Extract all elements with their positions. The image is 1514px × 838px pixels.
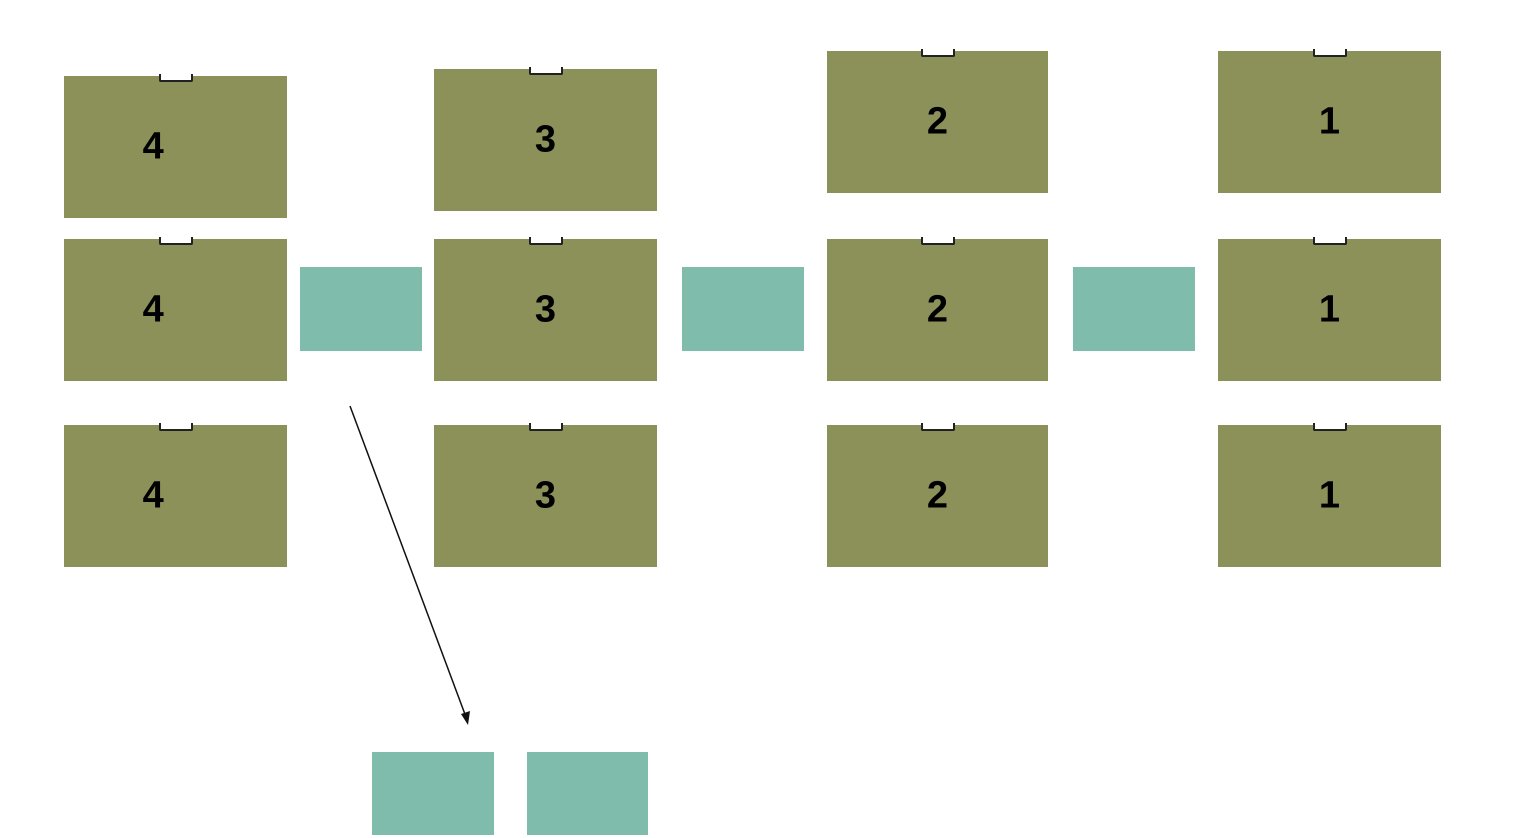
notch-icon xyxy=(920,423,955,431)
notch-icon xyxy=(1312,237,1347,245)
stage-label: 2 xyxy=(926,474,949,517)
stage-box: 1 xyxy=(1218,423,1441,567)
stage-box: 2 xyxy=(827,423,1048,567)
notch-icon xyxy=(158,237,193,245)
stage-label: 1 xyxy=(1318,288,1341,331)
stage-label: 1 xyxy=(1318,100,1341,143)
notch-icon xyxy=(158,74,193,82)
stage-box: 3 xyxy=(434,67,657,211)
stage-box: 3 xyxy=(434,237,657,381)
stage-label: 3 xyxy=(534,474,557,517)
buffer-block xyxy=(300,267,422,351)
notch-icon xyxy=(158,423,193,431)
stage-label: 1 xyxy=(1318,474,1341,517)
notch-icon xyxy=(920,49,955,57)
stage-label: 4 xyxy=(142,474,164,517)
notch-icon xyxy=(528,67,563,75)
stage-box: 4 xyxy=(64,74,287,218)
stage-label: 2 xyxy=(926,288,949,331)
stage-label: 2 xyxy=(926,100,949,143)
stage-box: 3 xyxy=(434,423,657,567)
buffer-block xyxy=(372,752,494,835)
stage-box: 2 xyxy=(827,237,1048,381)
buffer-block xyxy=(682,267,804,351)
arrow-head-icon xyxy=(461,711,470,725)
stage-label: 3 xyxy=(534,288,557,331)
buffer-block xyxy=(527,752,648,835)
notch-icon xyxy=(528,423,563,431)
stage-box: 1 xyxy=(1218,49,1441,193)
notch-icon xyxy=(528,237,563,245)
stage-label: 4 xyxy=(142,125,164,168)
arrow-line xyxy=(349,405,467,718)
stage-label: 4 xyxy=(142,288,164,331)
stage-box: 4 xyxy=(64,237,287,381)
stage-box: 4 xyxy=(64,423,287,567)
notch-icon xyxy=(1312,49,1347,57)
notch-icon xyxy=(1312,423,1347,431)
stage-box: 1 xyxy=(1218,237,1441,381)
stage-label: 3 xyxy=(534,118,557,161)
stage-box: 2 xyxy=(827,49,1048,193)
buffer-block xyxy=(1073,267,1195,351)
notch-icon xyxy=(920,237,955,245)
